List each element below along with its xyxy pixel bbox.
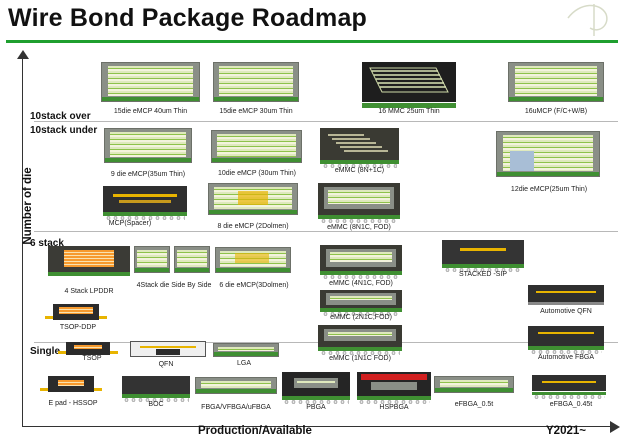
package-8die-emcp [208, 183, 298, 219]
package-15die-emcp-40 [101, 62, 200, 108]
package-boc [122, 376, 190, 402]
package-emmc-8n1c-fod [318, 183, 400, 223]
package-caption: TSOP-DDP [59, 324, 97, 331]
tier-label-six: 6 stack [30, 238, 64, 249]
package-efbga-0-5t [434, 376, 514, 398]
package-caption: 8 die eMCP (2Dolmen) [217, 223, 289, 230]
package-stacked-sip [442, 240, 524, 272]
package-caption: BOC [148, 401, 164, 408]
package-6die-emcp [215, 247, 291, 275]
package-lga [213, 343, 279, 359]
package-caption: 16uMCP (F/C+W/B) [524, 108, 588, 115]
package-15die-emcp-30 [213, 62, 299, 108]
package-caption: TSOP [82, 355, 102, 362]
package-caption: eMMC (4N1C, FOD) [329, 280, 393, 287]
package-10die-emcp [211, 130, 302, 168]
year-label: Y2021~ [546, 425, 586, 437]
package-caption: Automotive QFN [540, 308, 592, 315]
y-axis-line [22, 56, 23, 426]
x-axis-arrow-icon [610, 421, 620, 433]
package-caption: HSPBGA [379, 404, 409, 411]
brand-swirl-icon [567, 4, 608, 36]
package-caption: E pad - HSSOP [48, 400, 98, 407]
y-axis-arrow-icon [17, 50, 29, 59]
package-caption: MCP(Spacer) [108, 220, 152, 227]
package-qfn [130, 341, 206, 359]
package-caption: 16 MMC 25um Thin [378, 108, 440, 115]
package-caption: PBGA [306, 404, 326, 411]
package-efbga-0-45t [532, 375, 606, 399]
package-caption: eMMC (2N1C,FOD) [330, 314, 392, 321]
package-emmc-1n1c [318, 325, 402, 355]
package-hspbga [357, 372, 431, 404]
package-pbga [282, 372, 350, 404]
tier-divider [34, 231, 618, 232]
package-caption: 4 Stack LPDDR [64, 288, 114, 295]
package-caption: 15die eMCP 30um Thin [219, 108, 293, 115]
package-tsop-ddp [45, 302, 107, 322]
package-caption: 10die eMCP (30um Thin) [218, 170, 296, 177]
tier-label-over10: 10stack over [30, 111, 91, 122]
package-caption: LGA [236, 360, 251, 367]
tier-divider [34, 121, 618, 122]
package-caption: eMMC (1N1C FOD) [329, 355, 391, 362]
package-caption: eFBGA_0.45t [549, 401, 593, 408]
package-caption: STACKED -SIP [458, 271, 508, 278]
package-caption: 6 die eMCP(3Dolmen) [219, 282, 289, 289]
x-axis-label: Production/Available [198, 425, 312, 437]
package-caption: eMMC (8N+1C) [334, 167, 385, 174]
package-4stack-side-by-side [134, 246, 210, 276]
package-caption: 12die eMCP(25um Thin) [510, 186, 588, 193]
package-emmc-2n1c [320, 290, 402, 316]
package-mcp-spacer [103, 186, 187, 220]
package-caption: 9 die eMCP(35um Thin) [110, 171, 186, 178]
package-automotive-fbga [528, 326, 604, 354]
package-caption: QFN [158, 361, 174, 368]
package-epad-hssop [40, 374, 102, 396]
package-caption: eFBGA_0.5t [454, 401, 494, 408]
package-caption: 4Stack die Side By Side [136, 282, 212, 289]
package-4stack-lpddr [48, 246, 130, 276]
package-caption: Automotive FBGA [537, 354, 595, 361]
package-emmc-8n1c [320, 128, 399, 168]
tier-label-single: Single [30, 346, 61, 357]
package-16umcp [508, 62, 604, 108]
x-axis-line [22, 426, 612, 427]
package-automotive-qfn [528, 285, 604, 305]
package-caption: FBGA/VFBGA/uFBGA [201, 404, 271, 411]
title-underline [6, 40, 618, 43]
package-caption: eMMC (8N1C, FOD) [327, 224, 391, 231]
package-tsop [58, 341, 118, 357]
package-caption: 15die eMCP 40um Thin [113, 108, 188, 115]
package-fbga [195, 377, 277, 399]
page-title: Wire Bond Package Roadmap [8, 4, 368, 32]
package-16-mmc [362, 62, 456, 108]
package-12die-emcp [496, 131, 600, 183]
tier-label-under10: 10stack under [30, 125, 98, 136]
package-emmc-4n1c [320, 245, 402, 279]
package-9die-emcp [104, 128, 192, 168]
